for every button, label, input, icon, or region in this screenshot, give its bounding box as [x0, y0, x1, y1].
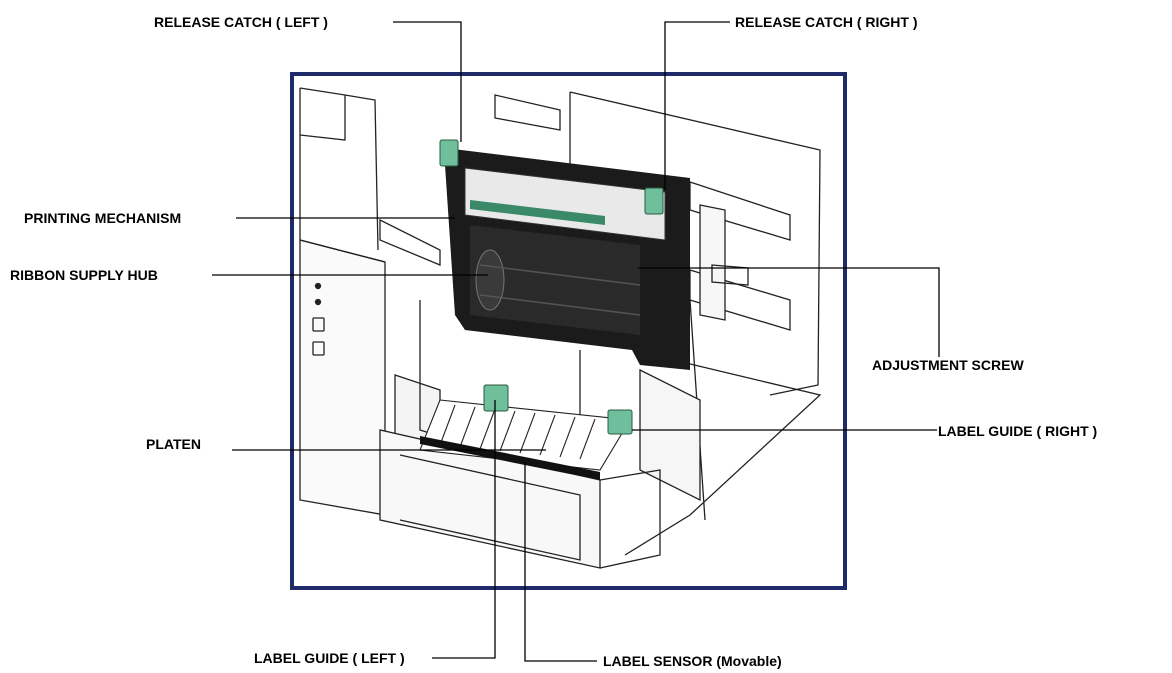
- platen-roller: [420, 436, 600, 480]
- label-release-catch-left: RELEASE CATCH ( LEFT ): [154, 14, 328, 30]
- label-printing-mechanism: PRINTING MECHANISM: [24, 210, 182, 226]
- leader-release-catch-left: [393, 21, 462, 142]
- release-catch-right-part: [644, 187, 664, 215]
- release-catch-left-part: [439, 139, 459, 167]
- printer-body: [299, 87, 822, 569]
- label-label-guide-right: LABEL GUIDE ( RIGHT ): [938, 423, 1098, 439]
- leader-lines: [212, 21, 940, 662]
- label-label-guide-left: LABEL GUIDE ( LEFT ): [254, 650, 405, 666]
- label-adjustment-screw: ADJUSTMENT SCREW: [872, 357, 1024, 373]
- label-guide-right-part: [607, 409, 633, 435]
- print-head-assembly: [445, 148, 690, 370]
- label-release-catch-right: RELEASE CATCH ( RIGHT ): [735, 14, 918, 30]
- leader-label-sensor: [524, 462, 597, 662]
- label-platen: PLATEN: [146, 436, 201, 452]
- leader-release-catch-right: [664, 21, 730, 190]
- leader-label-guide-left: [432, 400, 496, 659]
- label-label-sensor: LABEL SENSOR (Movable): [603, 653, 782, 669]
- green-parts: [439, 139, 664, 435]
- label-ribbon-supply-hub: RIBBON SUPPLY HUB: [10, 267, 158, 283]
- leader-adjustment-screw: [638, 267, 940, 357]
- label-guide-left-part: [483, 384, 509, 412]
